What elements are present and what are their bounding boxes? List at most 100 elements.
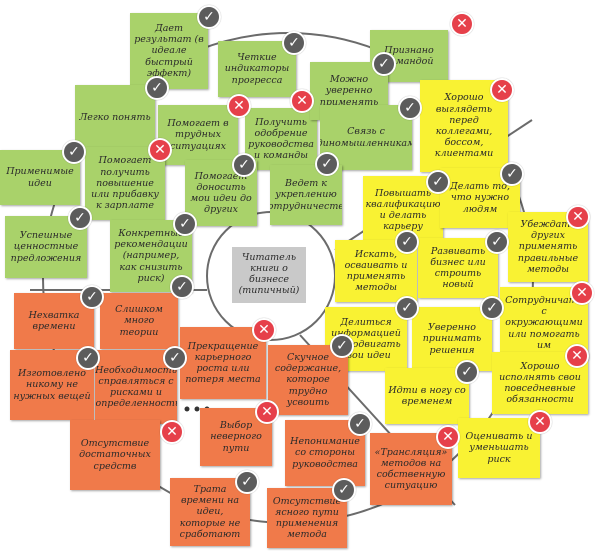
check-badge-icon: ✓ <box>76 346 100 370</box>
note-19: Развивать бизнес или строить новый <box>418 238 498 298</box>
note-text: Делать то, что нужно людям <box>449 181 510 215</box>
check-badge-icon: ✓ <box>480 296 504 320</box>
note-text: Непонимание со стороны руководства <box>290 436 360 470</box>
note-text: Необходимость справляться с рисками и не… <box>95 364 177 410</box>
check-badge-icon: ✓ <box>145 76 169 100</box>
dot <box>194 406 200 412</box>
check-badge-icon: ✓ <box>62 140 86 164</box>
note-text: Прекращение карьерного роста или потеря … <box>185 340 261 386</box>
note-text: Легко понять <box>79 111 151 123</box>
note-30: Идти в ногу со временем <box>385 368 469 424</box>
cross-badge-icon: ✕ <box>450 12 474 36</box>
note-28: Скучное содержание, которое трудно усвои… <box>268 345 348 415</box>
note-text: Получить одобрение руководства и команды <box>248 116 314 162</box>
cross-badge-icon: ✕ <box>565 344 589 368</box>
note-3: Легко понять <box>75 85 155 150</box>
note-20: Нехватка времени <box>14 293 94 349</box>
cross-badge-icon: ✕ <box>290 89 314 113</box>
check-badge-icon: ✓ <box>282 31 306 55</box>
note-32: Выбор неверного пути <box>200 408 272 466</box>
check-badge-icon: ✓ <box>68 206 92 230</box>
center-customer-label: Читатель книги о бизнесе (типичный) <box>232 247 306 303</box>
note-text: Ведет к укреплению сотрудничества <box>270 178 342 212</box>
cross-badge-icon: ✕ <box>490 78 514 102</box>
cross-badge-icon: ✕ <box>148 138 172 162</box>
check-badge-icon: ✓ <box>395 230 419 254</box>
note-31: Отсутствие достаточных средств <box>70 420 160 490</box>
note-text: Выбор неверного пути <box>210 420 262 454</box>
note-text: Идти в ногу со временем <box>388 384 466 407</box>
check-badge-icon: ✓ <box>500 162 524 186</box>
cross-badge-icon: ✕ <box>570 281 594 305</box>
check-badge-icon: ✓ <box>395 296 419 320</box>
note-4: Помогает в трудных ситуациях <box>158 105 238 165</box>
note-text: Уверенно принимать решения <box>422 322 482 356</box>
check-badge-icon: ✓ <box>232 153 256 177</box>
check-badge-icon: ✓ <box>197 5 221 29</box>
cross-badge-icon: ✕ <box>227 94 251 118</box>
note-24: Уверенно принимать решения <box>412 307 492 371</box>
note-37: Отсутствие ясного пути применения метода <box>267 488 347 548</box>
check-badge-icon: ✓ <box>315 152 339 176</box>
check-badge-icon: ✓ <box>330 334 354 358</box>
note-text: Дает результат (в идеале быстрый эффект) <box>134 22 204 79</box>
note-33: Непонимание со стороны руководства <box>285 420 365 486</box>
note-text: Помогает доносить мои идеи до других <box>190 170 252 216</box>
check-badge-icon: ✓ <box>348 412 372 436</box>
cross-badge-icon: ✕ <box>160 420 184 444</box>
note-29: Хорошо исполнять свои повседневные обяза… <box>492 352 588 414</box>
note-text: Помогает в трудных ситуациях <box>167 118 229 152</box>
note-35: Оценивать и уменьшать риск <box>458 418 540 478</box>
note-text: Помогает получить повышение или прибавку… <box>91 155 159 212</box>
check-badge-icon: ✓ <box>372 52 396 76</box>
note-text: Делиться информацией и продвигать свои и… <box>331 316 401 362</box>
check-badge-icon: ✓ <box>173 212 197 236</box>
cross-badge-icon: ✕ <box>528 410 552 434</box>
check-badge-icon: ✓ <box>170 275 194 299</box>
note-5: Получить одобрение руководства и команды <box>245 108 317 170</box>
note-text: Связь с единомышленниками <box>320 126 412 149</box>
note-text: Повышать квалификацию и делать карьеру <box>365 187 441 233</box>
note-21: Слишком много теории <box>100 293 178 349</box>
cross-badge-icon: ✕ <box>252 318 276 342</box>
note-11: Помогает доносить мои идеи до других <box>185 160 257 226</box>
note-text: Признано командой <box>384 44 434 67</box>
cross-badge-icon: ✕ <box>255 400 279 424</box>
note-0: Дает результат (в идеале быстрый эффект) <box>130 13 208 89</box>
note-text: Успешные ценностные предложения <box>10 230 82 264</box>
note-text: Развивать бизнес или строить новый <box>430 245 486 291</box>
note-text: Искать, осваивать и применять методы <box>344 248 408 294</box>
check-badge-icon: ✓ <box>332 478 356 502</box>
cross-badge-icon: ✕ <box>566 205 590 229</box>
note-text: Изготовлено никому не нужных вещей <box>13 368 91 402</box>
note-27: Прекращение карьерного роста или потеря … <box>180 327 266 399</box>
note-text: Убеждать других применять правильные мет… <box>517 218 579 275</box>
note-text: Четкие индикаторы прогресса <box>224 52 290 86</box>
note-text: Применимые идеи <box>6 166 74 189</box>
note-text: Скучное содержание, которое трудно усвои… <box>274 351 342 408</box>
note-34: «Трансляция» методов на собственную ситу… <box>370 433 452 505</box>
note-text: «Трансляция» методов на собственную ситу… <box>374 446 448 492</box>
note-text: Нехватка времени <box>28 309 80 332</box>
note-26: Необходимость справляться с рисками и не… <box>95 350 177 424</box>
note-text: Отсутствие достаточных средств <box>79 438 151 472</box>
note-9: Применимые идеи <box>0 150 80 205</box>
check-badge-icon: ✓ <box>426 170 450 194</box>
note-text: Отсутствие ясного пути применения метода <box>272 495 342 541</box>
note-text: Можно уверенно применять <box>319 74 379 108</box>
check-badge-icon: ✓ <box>235 470 259 494</box>
note-1: Четкие индикаторы прогресса <box>218 41 296 97</box>
check-badge-icon: ✓ <box>485 230 509 254</box>
check-badge-icon: ✓ <box>398 96 422 120</box>
check-badge-icon: ✓ <box>455 360 479 384</box>
note-text: Конкретные рекомендации (например, как с… <box>114 227 188 284</box>
note-text: Трата времени на идеи, которые не сработ… <box>179 483 241 540</box>
note-text: Оценивать и уменьшать риск <box>465 431 533 465</box>
note-text: Хорошо выглядеть перед коллегами, боссом… <box>434 92 494 160</box>
check-badge-icon: ✓ <box>163 346 187 370</box>
dot <box>184 406 190 412</box>
note-text: Хорошо исполнять свои повседневные обяза… <box>499 360 581 406</box>
note-text: Сотрудничать с окружающими или помогать … <box>505 294 583 351</box>
note-14: Делать то, что нужно людям <box>440 168 520 228</box>
